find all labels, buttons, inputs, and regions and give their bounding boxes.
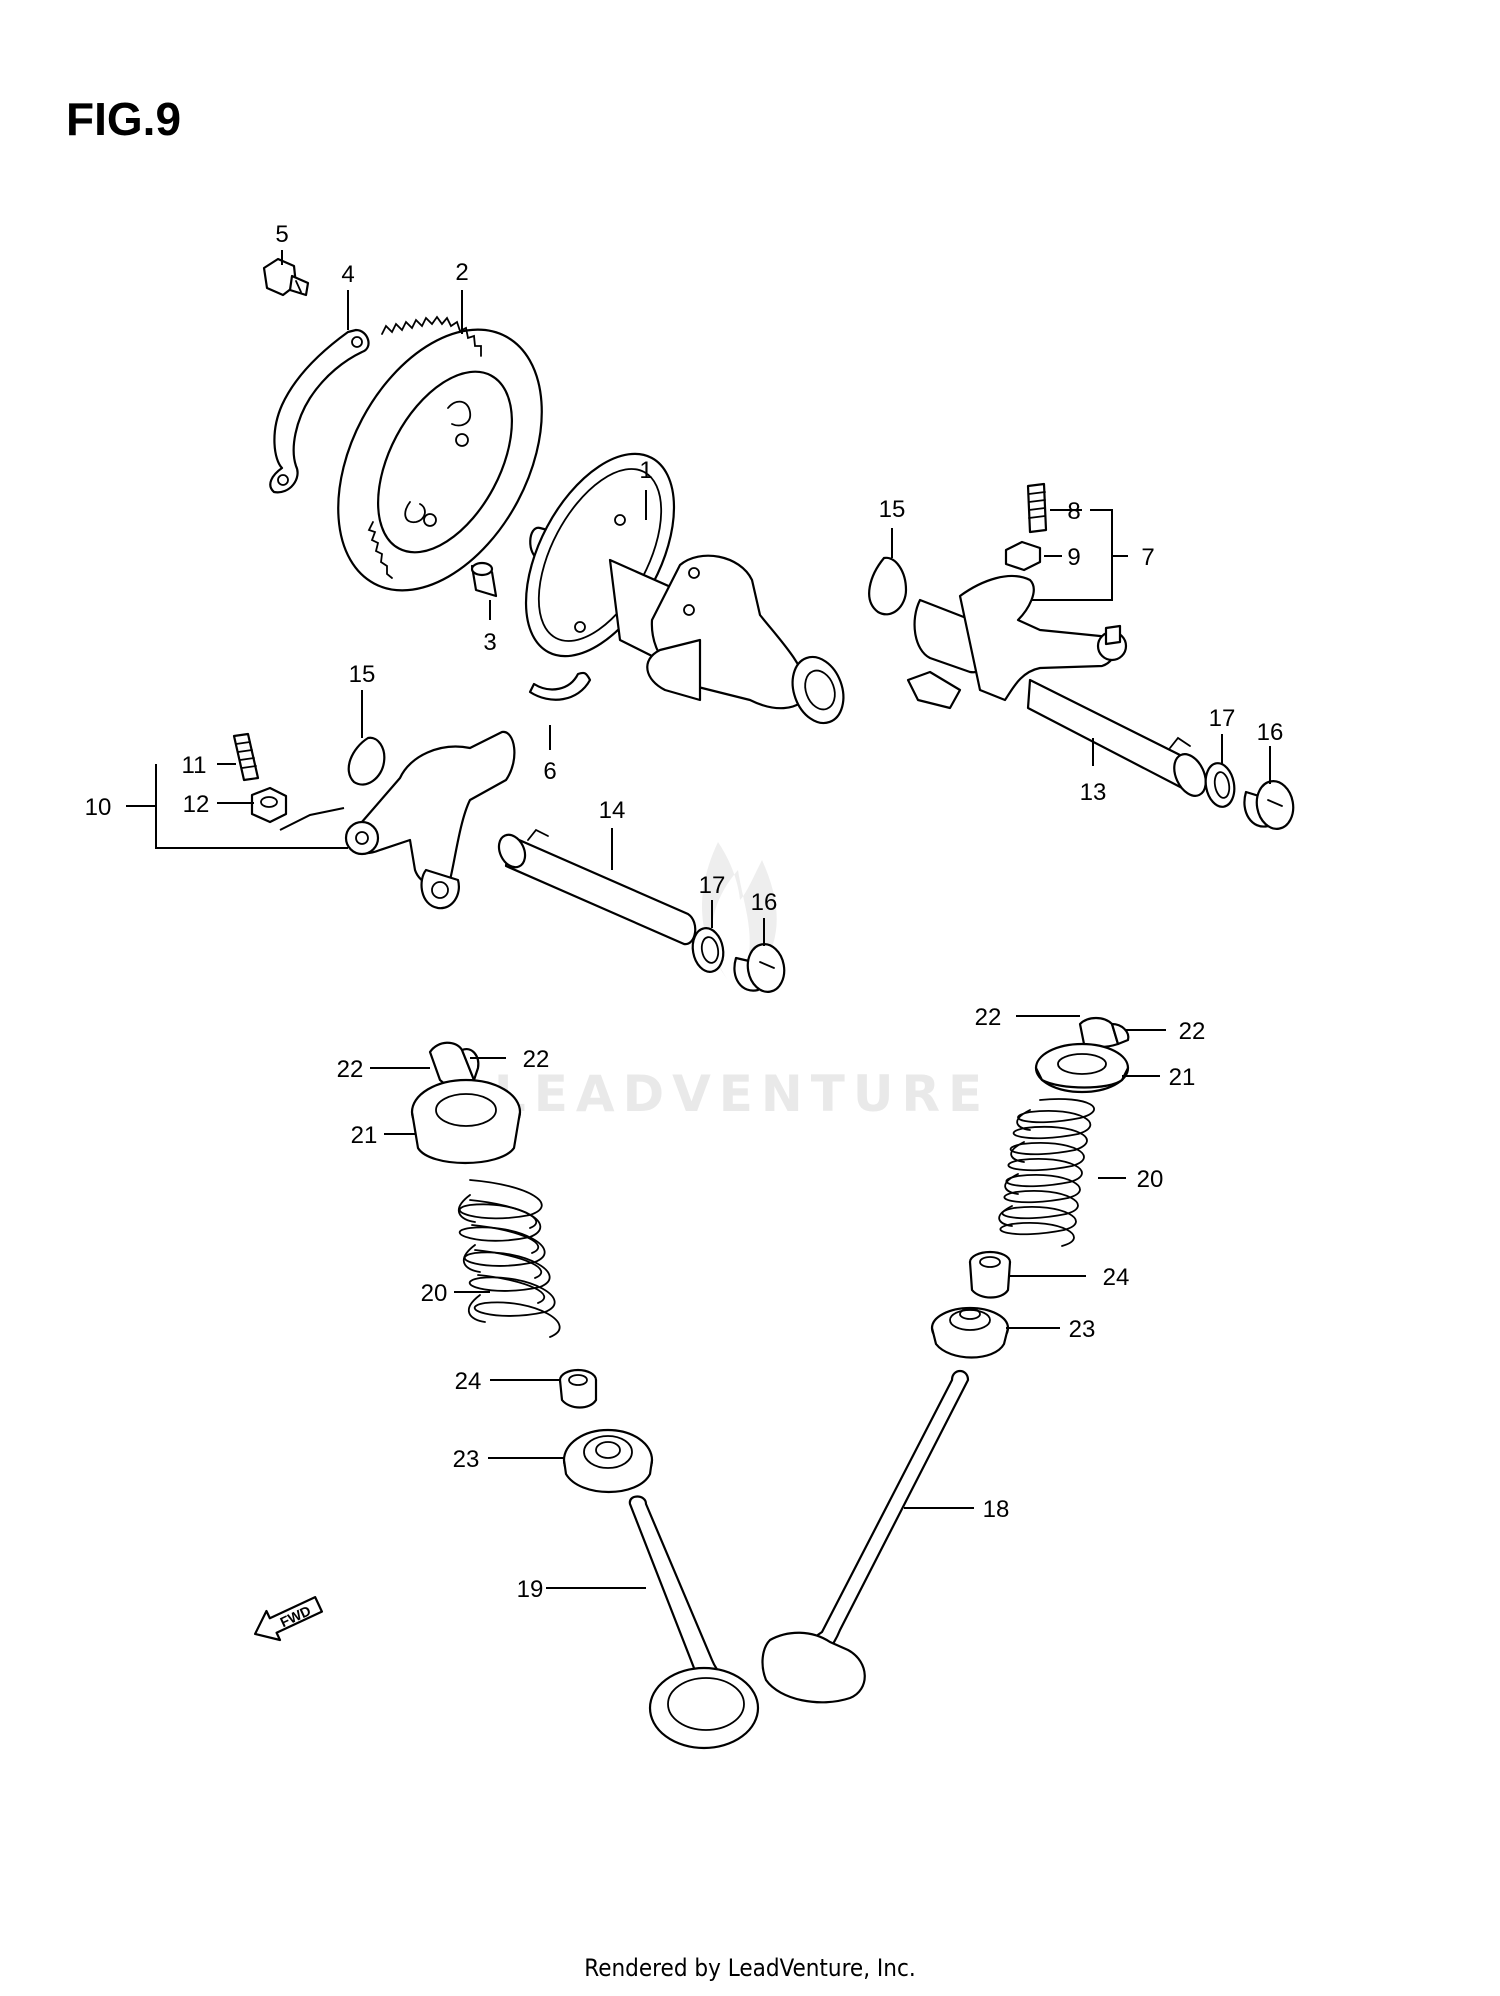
callout-16-right: 16 (1257, 719, 1284, 746)
callout-7: 7 (1141, 544, 1154, 571)
part-16-plug-left[interactable] (733, 941, 787, 995)
callout-15-left: 15 (349, 661, 376, 688)
part-20-valve-spring-left[interactable] (457, 1179, 561, 1338)
part-17-o-ring-left[interactable] (689, 926, 726, 975)
part-21-retainer-left[interactable] (410, 1078, 522, 1164)
part-7-rocker-arm-right[interactable] (906, 575, 1128, 710)
callout-2: 2 (455, 259, 468, 286)
callout-9: 9 (1067, 544, 1080, 571)
footer-credit: Rendered by LeadVenture, Inc. (584, 1954, 916, 1982)
figure-title: FIG.9 (66, 93, 182, 145)
part-19-valve-left[interactable] (628, 1495, 760, 1750)
part-11-adjusting-screw[interactable] (232, 732, 260, 782)
callout-12: 12 (183, 791, 210, 818)
callout-labels: 1 2 3 4 5 6 7 8 9 10 11 12 13 14 15 15 1… (85, 221, 1284, 1603)
part-2-cam-sprocket[interactable] (297, 295, 584, 625)
callout-22-right-b: 22 (1179, 1018, 1206, 1045)
part-17-o-ring-right[interactable] (1202, 761, 1237, 809)
part-16-plug-right[interactable] (1243, 778, 1296, 832)
callout-11: 11 (182, 752, 207, 779)
part-24-valve-stem-seal-right[interactable] (968, 1250, 1012, 1299)
part-1-camshaft[interactable] (495, 430, 852, 730)
callout-18: 18 (983, 1496, 1010, 1523)
part-3-dowel-pin[interactable] (470, 561, 498, 598)
part-23-spring-seat-left[interactable] (562, 1428, 654, 1493)
part-15-spring-left[interactable] (347, 736, 386, 786)
callout-24-right: 24 (1103, 1264, 1130, 1291)
part-20-valve-spring-right[interactable] (998, 1098, 1095, 1247)
callout-1: 1 (639, 457, 652, 484)
callout-13: 13 (1080, 779, 1107, 806)
part-14-rocker-shaft-left[interactable] (494, 828, 697, 946)
fwd-direction-arrow: FWD (253, 1596, 324, 1642)
part-6-circlip[interactable] (528, 671, 592, 701)
callout-10: 10 (85, 794, 112, 821)
callout-17-left: 17 (699, 872, 726, 899)
part-13-rocker-shaft-right[interactable] (1026, 678, 1212, 801)
leader-lines (126, 250, 1271, 1589)
part-8-adjusting-screw[interactable] (1026, 482, 1048, 534)
part-18-valve-right[interactable] (761, 1369, 970, 1704)
watermark-text: LEADVENTURE (494, 1065, 990, 1123)
fwd-label: FWD (278, 1602, 314, 1630)
callout-17-right: 17 (1209, 705, 1236, 732)
part-24-valve-stem-seal-left[interactable] (558, 1368, 598, 1409)
part-22-cotter-right[interactable] (1078, 1016, 1130, 1049)
callout-21-right: 21 (1169, 1064, 1196, 1091)
callout-21-left: 21 (351, 1122, 378, 1149)
part-4-lock-plate[interactable] (269, 328, 370, 494)
callout-15-right: 15 (879, 496, 906, 523)
callout-6: 6 (543, 758, 556, 785)
callout-4: 4 (341, 261, 354, 288)
callout-20-right: 20 (1137, 1166, 1164, 1193)
callout-20-left: 20 (421, 1280, 448, 1307)
part-12-lock-nut[interactable] (250, 786, 288, 824)
callout-19: 19 (517, 1576, 544, 1603)
part-21-retainer-right[interactable] (1034, 1042, 1130, 1094)
callout-8: 8 (1067, 498, 1080, 525)
callout-23-right: 23 (1069, 1316, 1096, 1343)
callout-3: 3 (483, 629, 496, 656)
part-15-spring-right[interactable] (868, 556, 908, 616)
part-5-bolt[interactable] (262, 257, 310, 297)
callout-22-left-a: 22 (337, 1056, 364, 1083)
part-9-lock-nut[interactable] (1004, 540, 1042, 572)
callout-16-left: 16 (751, 889, 778, 916)
callout-5: 5 (275, 221, 288, 248)
callout-22-right-a: 22 (975, 1004, 1002, 1031)
part-23-spring-seat-right[interactable] (930, 1306, 1010, 1359)
callout-22-left-b: 22 (523, 1046, 550, 1073)
callout-14: 14 (599, 797, 626, 824)
callout-23-left: 23 (453, 1446, 480, 1473)
part-10-rocker-arm-left[interactable] (344, 730, 516, 910)
callout-24-left: 24 (455, 1368, 482, 1395)
